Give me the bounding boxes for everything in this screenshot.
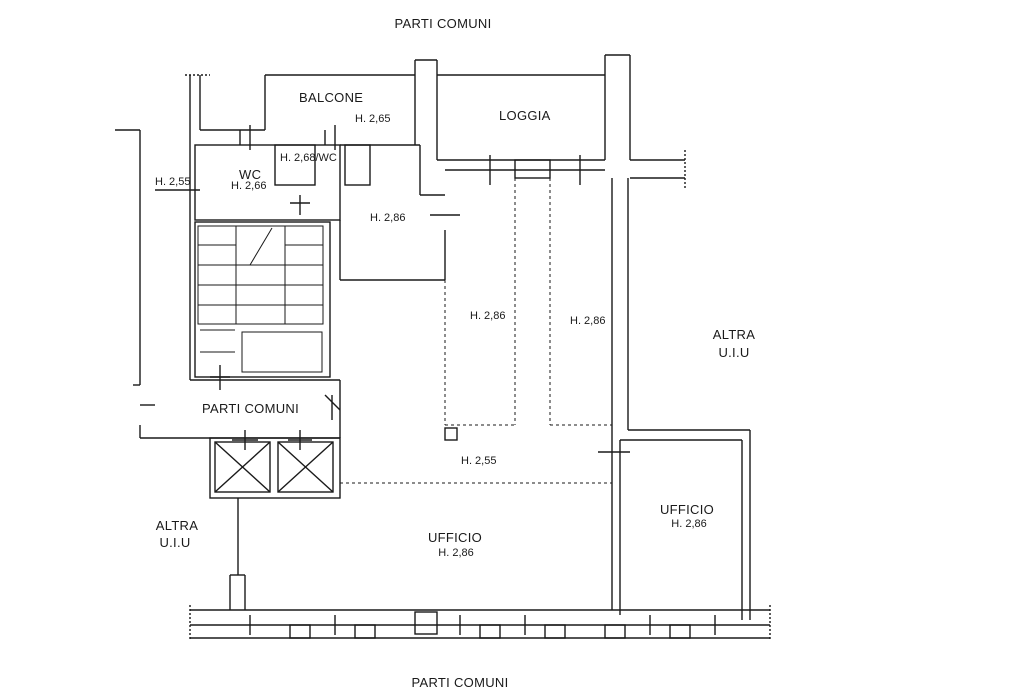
core-walls (185, 74, 446, 381)
ufficio-main-height-label: H. 2,86 (438, 547, 474, 559)
staircase (197, 225, 324, 373)
left-height-label: H. 2,55 (155, 176, 191, 188)
balcone-label: BALCONE (299, 90, 364, 105)
bottom-facade (189, 498, 771, 640)
right-partition (598, 178, 751, 620)
wc2-label: H. 2,68/WC (280, 152, 337, 164)
lift-shafts (209, 437, 341, 499)
wc-height-label: H. 2,66 (231, 180, 267, 192)
mid-right-height-label: H. 2,86 (570, 315, 606, 327)
dashed-partitions (340, 178, 612, 484)
lower-height-label: H. 2,55 (461, 455, 497, 467)
right-unit-label-1: ALTRA (712, 327, 756, 342)
left-unit-label-2: U.I.U (159, 535, 191, 550)
left-wall-fragment (115, 129, 141, 386)
mid-left-height-label: H. 2,86 (470, 310, 506, 322)
ufficio-right-height-label: H. 2,86 (671, 518, 707, 530)
loggia-outline (437, 54, 686, 188)
loggia-label: LOGGIA (499, 108, 551, 123)
left-unit-label-1: ALTRA (155, 518, 199, 533)
parti-comuni-label: PARTI COMUNI (202, 401, 300, 416)
wc-label: WC (239, 167, 262, 182)
top-common-label: PARTI COMUNI (394, 16, 492, 31)
right-unit-label-2: U.I.U (718, 345, 750, 360)
door-ticks (155, 189, 460, 450)
ufficio-right-label: UFFICIO (659, 502, 715, 517)
balcone-height-label: H. 2,65 (355, 113, 391, 125)
ufficio-main-label: UFFICIO (427, 530, 483, 545)
bottom-common-label: PARTI COMUNI (411, 675, 509, 690)
balcone-outline (239, 59, 438, 186)
corridor-height-label: H. 2,86 (370, 212, 406, 224)
column-marker (444, 427, 458, 441)
